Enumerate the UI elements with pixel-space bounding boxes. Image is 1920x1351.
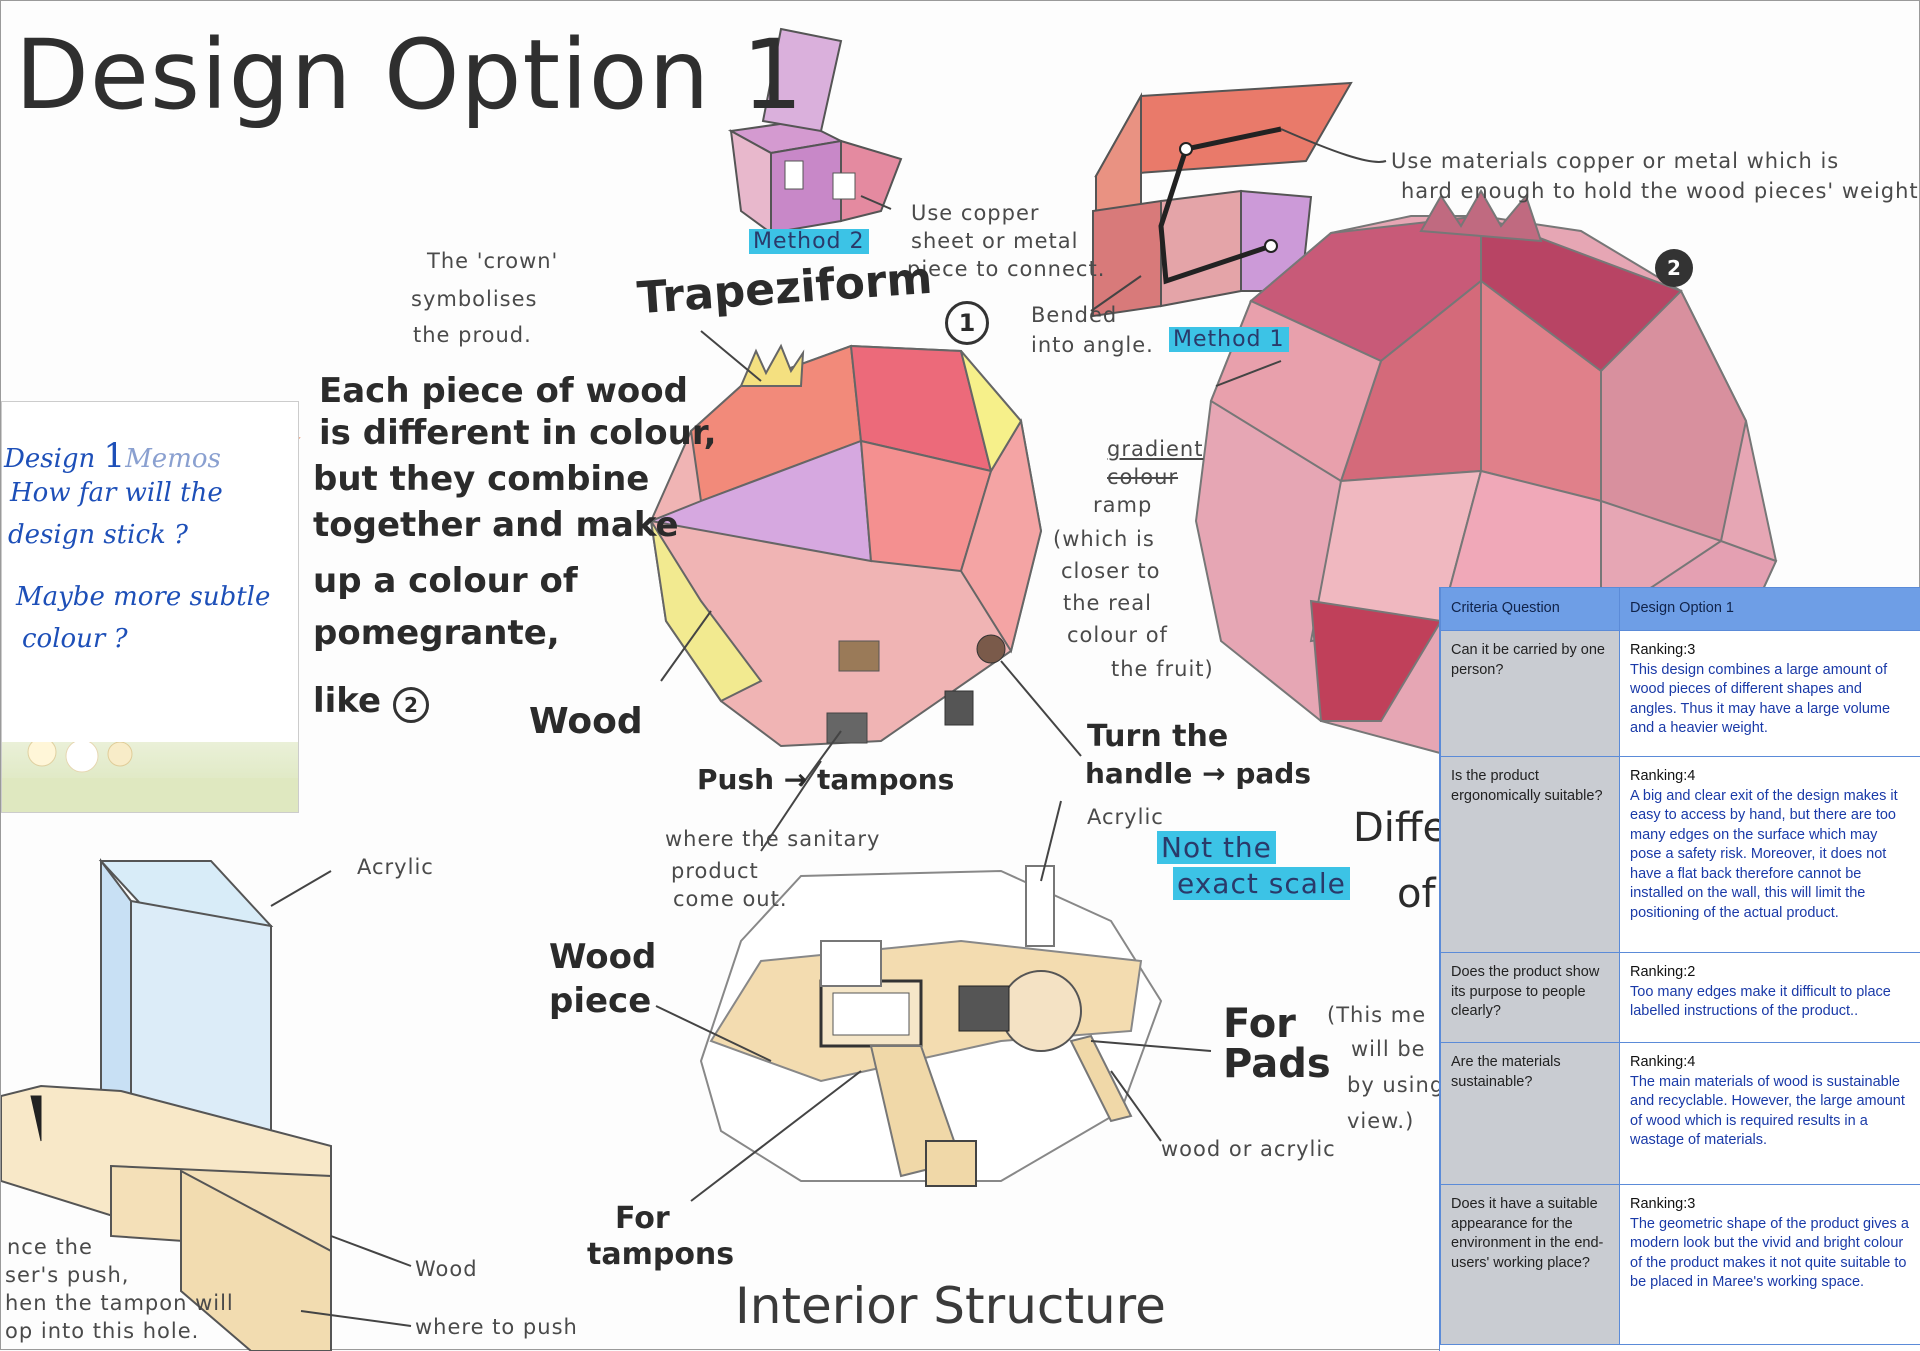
design-memo-card: Design 1Memos How far will the design st… (1, 401, 299, 813)
ranking: Ranking:3 (1630, 641, 1911, 661)
memo-line-2: design stick ? (8, 520, 188, 550)
push-note-3: hen the tampon will (5, 1291, 234, 1315)
wood-desc-6: pomegrante, (313, 613, 560, 653)
copper-note-3: piece to connect. (907, 257, 1105, 281)
wood-desc-1: Each piece of wood (319, 371, 688, 411)
turn-handle-label-1: Turn the (1087, 719, 1228, 754)
flower-decoration (2, 742, 299, 812)
crown-note-1: The 'crown' (427, 249, 558, 273)
memo-line-1: How far will the (10, 478, 223, 508)
wood-desc-3: but they combine (313, 459, 649, 499)
crown-note-3: the proud. (413, 323, 532, 347)
wood-desc-7: like 2 (313, 681, 429, 723)
wood-or-acrylic-note: wood or acrylic (1161, 1137, 1336, 1161)
interior-structure-sketch (701, 866, 1161, 1186)
push-tampons-label: Push → tampons (697, 763, 954, 796)
copper-note-1: Use copper (911, 201, 1040, 225)
sanitary-note-3: come out. (673, 887, 788, 911)
diff-heading-2: of (1397, 871, 1436, 917)
ranking: Ranking:3 (1630, 1195, 1911, 1215)
wood-desc-4: together and make (313, 505, 679, 545)
diff-heading-1: Diffe (1353, 805, 1447, 851)
criteria-question: Can it be carried by one person? (1441, 631, 1620, 757)
wood-label: Wood (529, 701, 643, 742)
table-row: Are the materials sustainable? Ranking:4… (1441, 1043, 1920, 1185)
wood-desc-2: is different in colour, (319, 413, 717, 453)
gradient-note-1: gradient (1107, 437, 1203, 461)
materials-note-1: Use materials copper or metal which is (1391, 149, 1839, 173)
criteria-question: Does it have a suitable appearance for t… (1441, 1185, 1620, 1345)
table-row: Does the product show its purpose to peo… (1441, 953, 1920, 1043)
circle-two-ref: 2 (393, 687, 429, 723)
acrylic-left-label: Acrylic (357, 855, 434, 879)
table-row: Can it be carried by one person? Ranking… (1441, 631, 1920, 757)
method2-label: Method 2 (749, 229, 869, 254)
gradient-note-6: the real (1063, 591, 1152, 615)
turn-handle-label-2: handle → pads (1085, 757, 1311, 790)
gradient-note-2: colour (1107, 465, 1178, 489)
gradient-note-3: ramp (1093, 493, 1152, 517)
bended-note-1: Bended (1031, 303, 1117, 327)
for-tampons-label-2: tampons (587, 1237, 734, 1272)
for-tampons-label-1: For (615, 1201, 670, 1236)
circle-two-marker: 2 (1655, 249, 1693, 287)
wood-piece-label-2: piece (549, 981, 651, 1021)
ranking: Ranking:4 (1630, 1053, 1911, 1073)
push-note-4: op into this hole. (5, 1319, 199, 1343)
memo-flower-image (2, 742, 298, 812)
push-note-2: ser's push, (5, 1263, 129, 1287)
wood-desc-5: up a colour of (313, 561, 578, 601)
method-note-3: by using (1347, 1073, 1444, 1097)
table-header-row: Criteria Question Design Option 1 (1441, 588, 1920, 631)
criteria-question: Is the product ergonomically suitable? (1441, 757, 1620, 953)
interior-structure-heading: Interior Structure (735, 1277, 1166, 1335)
method-note-2: will be (1351, 1037, 1426, 1061)
crown-note-2: symbolises (411, 287, 537, 311)
table-row: Is the product ergonomically suitable? R… (1441, 757, 1920, 953)
trapeziform-sketch (651, 346, 1041, 746)
method1-label: Method 1 (1169, 327, 1289, 352)
sanitary-note-2: product (671, 859, 759, 883)
acrylic-top-label: Acrylic (1087, 805, 1164, 829)
circle-one-marker: 1 (945, 301, 989, 345)
memo-line-4: colour ? (22, 624, 128, 654)
not-exact-scale-1: Not the (1157, 831, 1276, 864)
ranking: Ranking:2 (1630, 963, 1911, 983)
criteria-question: Does the product show its purpose to peo… (1441, 953, 1620, 1043)
copper-note-2: sheet or metal (911, 229, 1078, 253)
method-note-1: (This me (1327, 1003, 1426, 1027)
gradient-note-8: the fruit) (1111, 657, 1214, 681)
header-criteria-question: Criteria Question (1441, 588, 1620, 631)
header-design-option: Design Option 1 (1620, 588, 1920, 631)
gradient-note-4: (which is (1053, 527, 1155, 551)
memo-line-3: Maybe more subtle (16, 582, 270, 612)
for-pads-label-2: Pads (1223, 1041, 1331, 1087)
criteria-question: Are the materials sustainable? (1441, 1043, 1620, 1185)
bended-note-2: into angle. (1031, 333, 1154, 357)
gradient-note-5: closer to (1061, 559, 1160, 583)
push-note-1: nce the (7, 1235, 93, 1259)
ranking: Ranking:4 (1630, 767, 1911, 787)
criteria-table: Criteria Question Design Option 1 Can it… (1440, 587, 1920, 1345)
page-title: Design Option 1 (15, 19, 804, 131)
materials-note-2: hard enough to hold the wood pieces' wei… (1401, 179, 1920, 203)
sanitary-note-1: where the sanitary (665, 827, 880, 851)
memo-heading: Design 1Memos (4, 436, 221, 476)
wood-piece-label-1: Wood (549, 937, 656, 977)
wood-bottom-label: Wood (415, 1257, 478, 1281)
where-to-push-label: where to push (415, 1315, 578, 1339)
method-note-4: view.) (1347, 1109, 1414, 1133)
table-row: Does it have a suitable appearance for t… (1441, 1185, 1920, 1345)
not-exact-scale-2: exact scale (1173, 867, 1350, 900)
criteria-table-panel: Criteria Question Design Option 1 Can it… (1439, 587, 1920, 1351)
gradient-note-7: colour of (1067, 623, 1168, 647)
